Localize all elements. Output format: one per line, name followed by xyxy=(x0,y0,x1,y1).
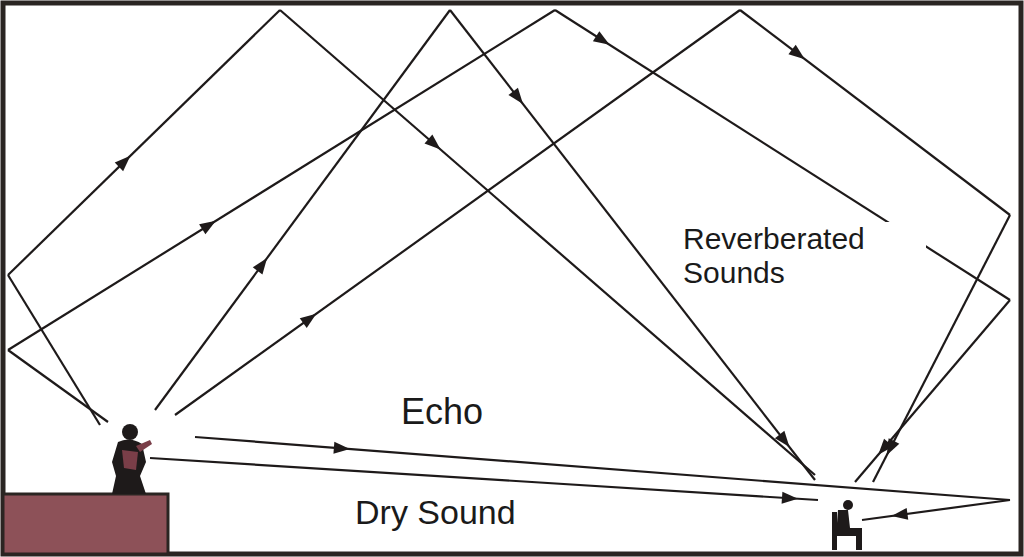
reverb-label: Reverberated Sounds xyxy=(680,222,926,289)
sound-ray xyxy=(155,10,450,410)
sound-ray xyxy=(8,275,100,425)
echo-label: Echo xyxy=(398,392,486,432)
speaker-figure xyxy=(112,424,152,494)
sound-ray xyxy=(8,10,280,275)
sound-ray xyxy=(175,10,740,415)
arrowhead xyxy=(115,156,131,171)
arrowhead xyxy=(508,88,523,104)
sound-ray xyxy=(555,10,1010,300)
arrowhead xyxy=(782,492,798,504)
arrowhead xyxy=(333,442,349,454)
sound-ray xyxy=(8,10,555,350)
stage-platform xyxy=(3,494,168,554)
arrowhead xyxy=(887,438,900,455)
arrowhead xyxy=(593,31,610,45)
arrowhead xyxy=(253,258,267,274)
room-outline xyxy=(3,3,1021,554)
arrowhead xyxy=(300,314,316,328)
sound-ray xyxy=(8,350,108,422)
sound-rays xyxy=(8,10,1010,520)
arrowhead xyxy=(199,221,216,235)
sound-ray xyxy=(740,10,1010,215)
dry-sound-label: Dry Sound xyxy=(352,493,519,531)
arrowhead xyxy=(775,431,790,447)
arrowhead xyxy=(892,508,909,520)
sound-ray xyxy=(855,300,1010,482)
arrowhead xyxy=(788,45,804,59)
arrowhead xyxy=(424,134,440,149)
listener-seat xyxy=(832,500,862,550)
sound-ray xyxy=(862,500,1010,520)
